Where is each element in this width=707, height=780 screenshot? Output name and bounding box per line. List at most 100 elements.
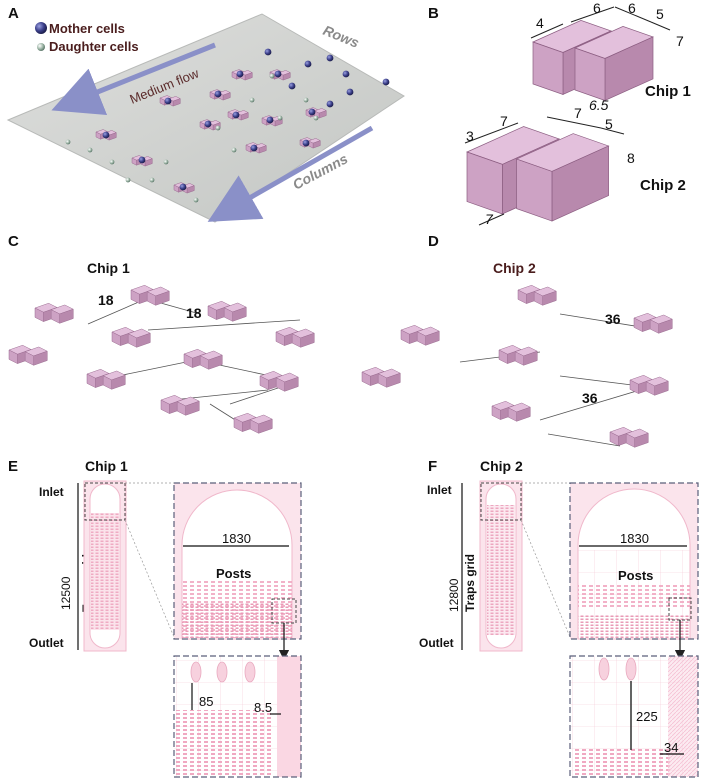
trap-layout-chip1: [8, 284, 315, 434]
panel-letter-d: D: [428, 233, 439, 250]
chip2-trap-model: [466, 126, 610, 222]
trap: [183, 348, 223, 370]
trap: [633, 312, 673, 334]
trap: [517, 284, 557, 306]
chip2-dim-line-5: [600, 127, 625, 135]
mother-cell: [274, 70, 282, 78]
mother-cell: [264, 48, 272, 56]
chip2-inlet-zoom: [569, 482, 699, 640]
chip2-model-name: Chip 2: [640, 177, 686, 194]
trap: [629, 374, 669, 396]
daughter-cell: [125, 177, 131, 183]
chip1-dim-line-5: [650, 21, 671, 31]
chip2-dim-line-3: [464, 122, 519, 144]
panel-e-post-dim: 85: [199, 694, 213, 709]
chip1-dim-line-6b: [614, 6, 652, 23]
trap: [275, 326, 315, 348]
mother-cell: [288, 82, 296, 90]
mother-cell: [214, 90, 222, 98]
mother-cell: [308, 108, 316, 116]
trap-layout-chip2: [361, 284, 673, 448]
substrate-plane: [6, 13, 405, 223]
panel-letter-b: B: [428, 5, 439, 22]
trap: [609, 426, 649, 448]
zoom-connector: [520, 519, 571, 638]
daughter-cell: [231, 147, 237, 153]
mother-cell: [102, 131, 110, 139]
mother-cell: [326, 54, 334, 62]
mother-cell: [179, 183, 187, 191]
chip1-trap-model: [532, 20, 654, 102]
trap: [8, 344, 48, 366]
panel-f-title: Chip 2: [480, 458, 523, 474]
mother-cell: [346, 88, 354, 96]
panel-letter-e: E: [8, 458, 18, 475]
daughter-cell: [163, 159, 169, 165]
panel-c: C Chip 1 18 18: [8, 233, 315, 434]
cell-array: [65, 48, 390, 203]
panel-f-gap-dim: 34: [664, 740, 678, 755]
legend-mother-label: Mother cells: [49, 21, 125, 36]
mother-cell: [302, 139, 310, 147]
panel-letter-a: A: [8, 5, 19, 22]
chip1-dim-7: 7: [676, 33, 684, 49]
daughter-cell: [249, 97, 255, 103]
mother-cell: [266, 116, 274, 124]
spacing-line: [539, 389, 641, 421]
panel-f-zoom-box: [480, 482, 522, 521]
trap: [400, 324, 440, 346]
trap: [86, 368, 126, 390]
panel-d: D Chip 2 36 36: [361, 233, 673, 448]
trap: [233, 412, 273, 434]
daughter-cell: [277, 115, 283, 121]
chip2-dim-7c: 7: [485, 211, 494, 227]
mother-cell: [232, 111, 240, 119]
chip2-dim-7b: 7: [574, 105, 582, 121]
daughter-cell: [193, 197, 199, 203]
panel-letter-f: F: [428, 458, 437, 475]
panel-f-outlet: Outlet: [419, 636, 454, 650]
daughter-cell: [303, 97, 309, 103]
rows-label: Rows: [321, 22, 362, 51]
spacing-line: [147, 319, 301, 331]
panel-f-traps-grid: Traps grid: [463, 554, 477, 612]
chip1-dim-6b: 6: [628, 0, 636, 16]
chip1-dim-line-4: [530, 23, 564, 39]
trap: [111, 326, 151, 348]
panel-f: F Chip 2 Inlet Outlet 12800 Traps grid 1…: [419, 458, 699, 778]
chip1-dim-5: 5: [656, 6, 664, 22]
mother-cell: [342, 70, 350, 78]
panel-e-gap-dim: 8.5: [254, 700, 272, 715]
panel-f-length: 12800: [447, 578, 461, 612]
mother-cell: [250, 144, 258, 152]
mother-cell-legend-icon: [35, 22, 47, 34]
chip1-dim-6a: 6: [593, 0, 601, 16]
chip1-dim-6-5: 6.5: [589, 97, 609, 113]
spacing-line: [547, 433, 621, 447]
panel-f-post-dim: 225: [636, 709, 658, 724]
panel-f-inlet: Inlet: [427, 483, 452, 497]
panel-c-spacing-1: 18: [98, 292, 114, 308]
panel-d-spacing-1: 36: [605, 311, 621, 327]
legend-daughter-label: Daughter cells: [49, 39, 139, 54]
chip2-dim-5: 5: [605, 116, 613, 132]
panel-e-outlet: Outlet: [29, 636, 64, 650]
trap: [34, 302, 74, 324]
daughter-cell: [215, 125, 221, 131]
panel-b: B 4 6 6 5 7 6.5 Chip 1 3 7 7 5 8 7 Chip …: [428, 0, 691, 227]
daughter-cell-legend-icon: [37, 43, 45, 51]
panel-e: E Chip 1 Inlet Outlet 12500 Traps grid 1…: [8, 458, 302, 778]
panel-e-title: Chip 1: [85, 458, 128, 474]
daughter-cell: [65, 139, 71, 145]
chip1-dim-line-6a: [570, 6, 615, 23]
panel-c-spacing-2: 18: [186, 305, 202, 321]
chip2-dim-line-7b: [546, 116, 602, 129]
columns-arrow: [207, 125, 374, 222]
panel-d-title: Chip 2: [493, 260, 536, 276]
chip1-model-name: Chip 1: [645, 83, 691, 100]
trap: [130, 284, 170, 306]
chip2-channel: [479, 480, 523, 652]
trap: [498, 344, 538, 366]
panel-e-width: 1830: [222, 531, 251, 546]
